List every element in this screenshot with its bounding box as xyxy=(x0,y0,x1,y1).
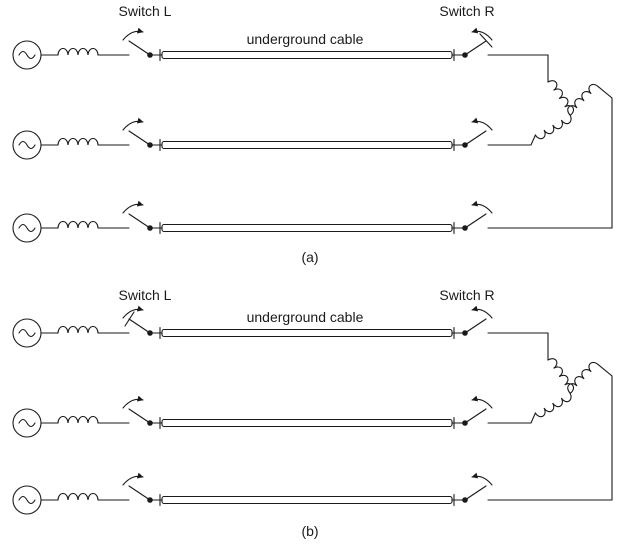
caption-b: (b) xyxy=(301,523,318,539)
switch-l-label: Switch L xyxy=(119,3,172,19)
caption-a: (a) xyxy=(301,249,318,265)
switch-r-label: Switch R xyxy=(439,287,494,303)
switch-l-label: Switch L xyxy=(119,287,172,303)
phase-row xyxy=(13,121,492,159)
wire xyxy=(491,134,536,146)
load-coil-phase2 xyxy=(534,114,574,142)
wire xyxy=(491,364,613,501)
switch-l-opening-tick xyxy=(124,311,135,327)
wire xyxy=(491,332,549,361)
switch-r-label: Switch R xyxy=(439,3,494,19)
wye-load xyxy=(491,332,613,501)
load-coil-phase3 xyxy=(564,359,599,394)
wire xyxy=(491,86,613,229)
figure-b: Switch L Switch R underground cable (b) xyxy=(13,287,613,539)
load-coil-phase1 xyxy=(547,355,577,394)
phase-row xyxy=(13,476,492,514)
load-coil-phase2 xyxy=(534,392,574,420)
cable-label: underground cable xyxy=(247,309,364,325)
phase-row xyxy=(13,399,492,437)
wye-load xyxy=(491,54,613,229)
wire xyxy=(491,412,536,424)
switch-r-opening-tick xyxy=(479,33,493,48)
phase-row xyxy=(13,204,492,242)
cable-label: underground cable xyxy=(247,31,364,47)
load-coil-phase1 xyxy=(547,77,577,116)
load-coil-phase3 xyxy=(564,81,599,116)
wire xyxy=(491,54,549,83)
figure-a: Switch L Switch R underground cable (a) xyxy=(13,3,613,265)
